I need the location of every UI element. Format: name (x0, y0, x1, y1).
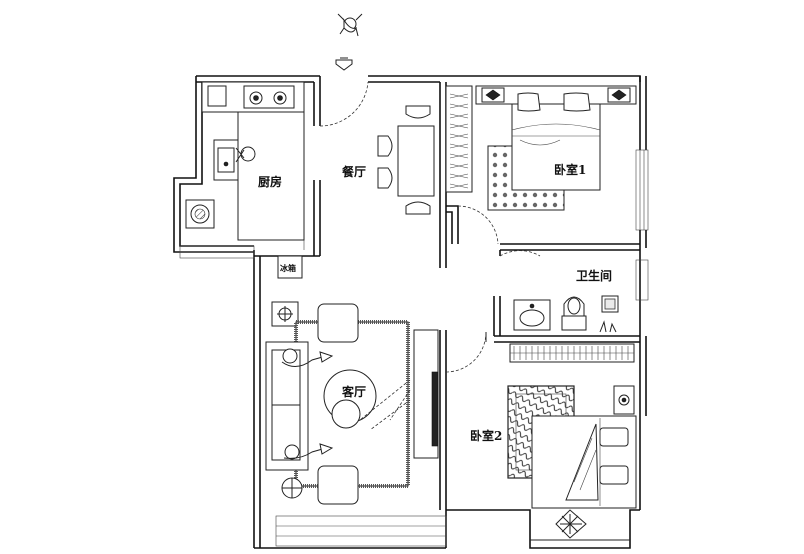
fridge-label: 冰箱 (280, 263, 296, 273)
bathroom-label: 卫生间 (576, 268, 612, 283)
kitchen-label: 厨房 (258, 174, 282, 189)
bedroom2-furniture (507, 343, 637, 509)
toilet-icon (561, 296, 587, 331)
living-label: 客厅 (341, 384, 366, 399)
dining-label: 餐厅 (342, 164, 366, 179)
entrance-arrow-icon (335, 57, 353, 71)
bedroom2-label: 卧室2 (470, 428, 502, 443)
living-person-icon (281, 348, 334, 367)
fridge: 冰箱 (277, 255, 303, 279)
entrance-person-icon (337, 13, 363, 37)
plant-icon (555, 509, 587, 539)
door-arcs (319, 81, 541, 373)
dining-table (377, 105, 435, 215)
living-furniture (265, 301, 439, 505)
bedroom1-label: 卧室1 (554, 162, 586, 177)
bedroom1-furniture (445, 85, 637, 211)
kitchen-fixtures (185, 81, 305, 241)
dining-chair (377, 105, 431, 215)
kitchen-person-icon (235, 146, 256, 163)
bathroom-fixtures (513, 295, 619, 333)
living-person-icon (283, 443, 334, 460)
